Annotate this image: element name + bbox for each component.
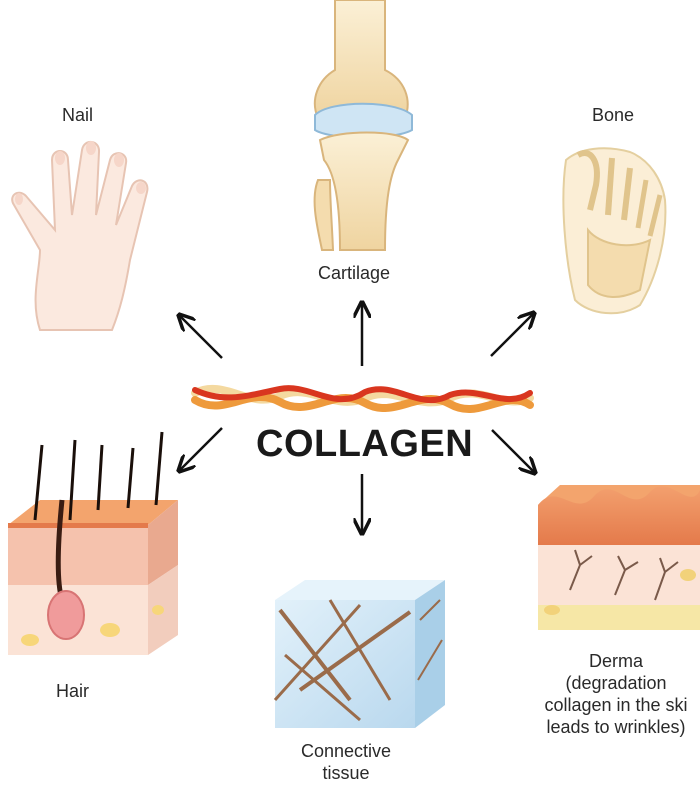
label-derma-line-1: Derma bbox=[588, 651, 643, 671]
arrow-to-nail bbox=[180, 316, 223, 359]
arrow-to-hair bbox=[180, 427, 223, 470]
arrow-to-derma bbox=[491, 429, 534, 472]
derma-illustration bbox=[538, 485, 700, 630]
label-connective-line-1: Connective bbox=[300, 741, 392, 761]
label-derma-line-3: collagen in the ski bbox=[544, 695, 688, 715]
label-derma: Derma (degradation collagen in the ski l… bbox=[532, 650, 700, 738]
arrows bbox=[180, 304, 534, 532]
knee-illustration bbox=[313, 0, 413, 251]
collagen-title: COLLAGEN bbox=[256, 423, 474, 465]
arrow-to-bone bbox=[490, 314, 533, 357]
label-derma-line-4: leads to wrinkles) bbox=[546, 717, 686, 737]
hair-skin-illustration bbox=[8, 431, 178, 655]
label-derma-line-2: (degradation bbox=[565, 673, 667, 693]
hand-illustration bbox=[11, 141, 149, 331]
label-connective-line-2: tissue bbox=[322, 763, 370, 783]
label-cartilage: Cartilage bbox=[318, 263, 391, 283]
label-connective-tissue: Connective tissue bbox=[290, 740, 402, 784]
collagen-strand bbox=[191, 384, 534, 413]
connective-tissue-illustration bbox=[273, 580, 445, 728]
foot-illustration bbox=[562, 147, 667, 315]
label-nail: Nail bbox=[62, 105, 94, 125]
label-hair: Hair bbox=[56, 681, 90, 701]
label-bone: Bone bbox=[592, 105, 635, 125]
